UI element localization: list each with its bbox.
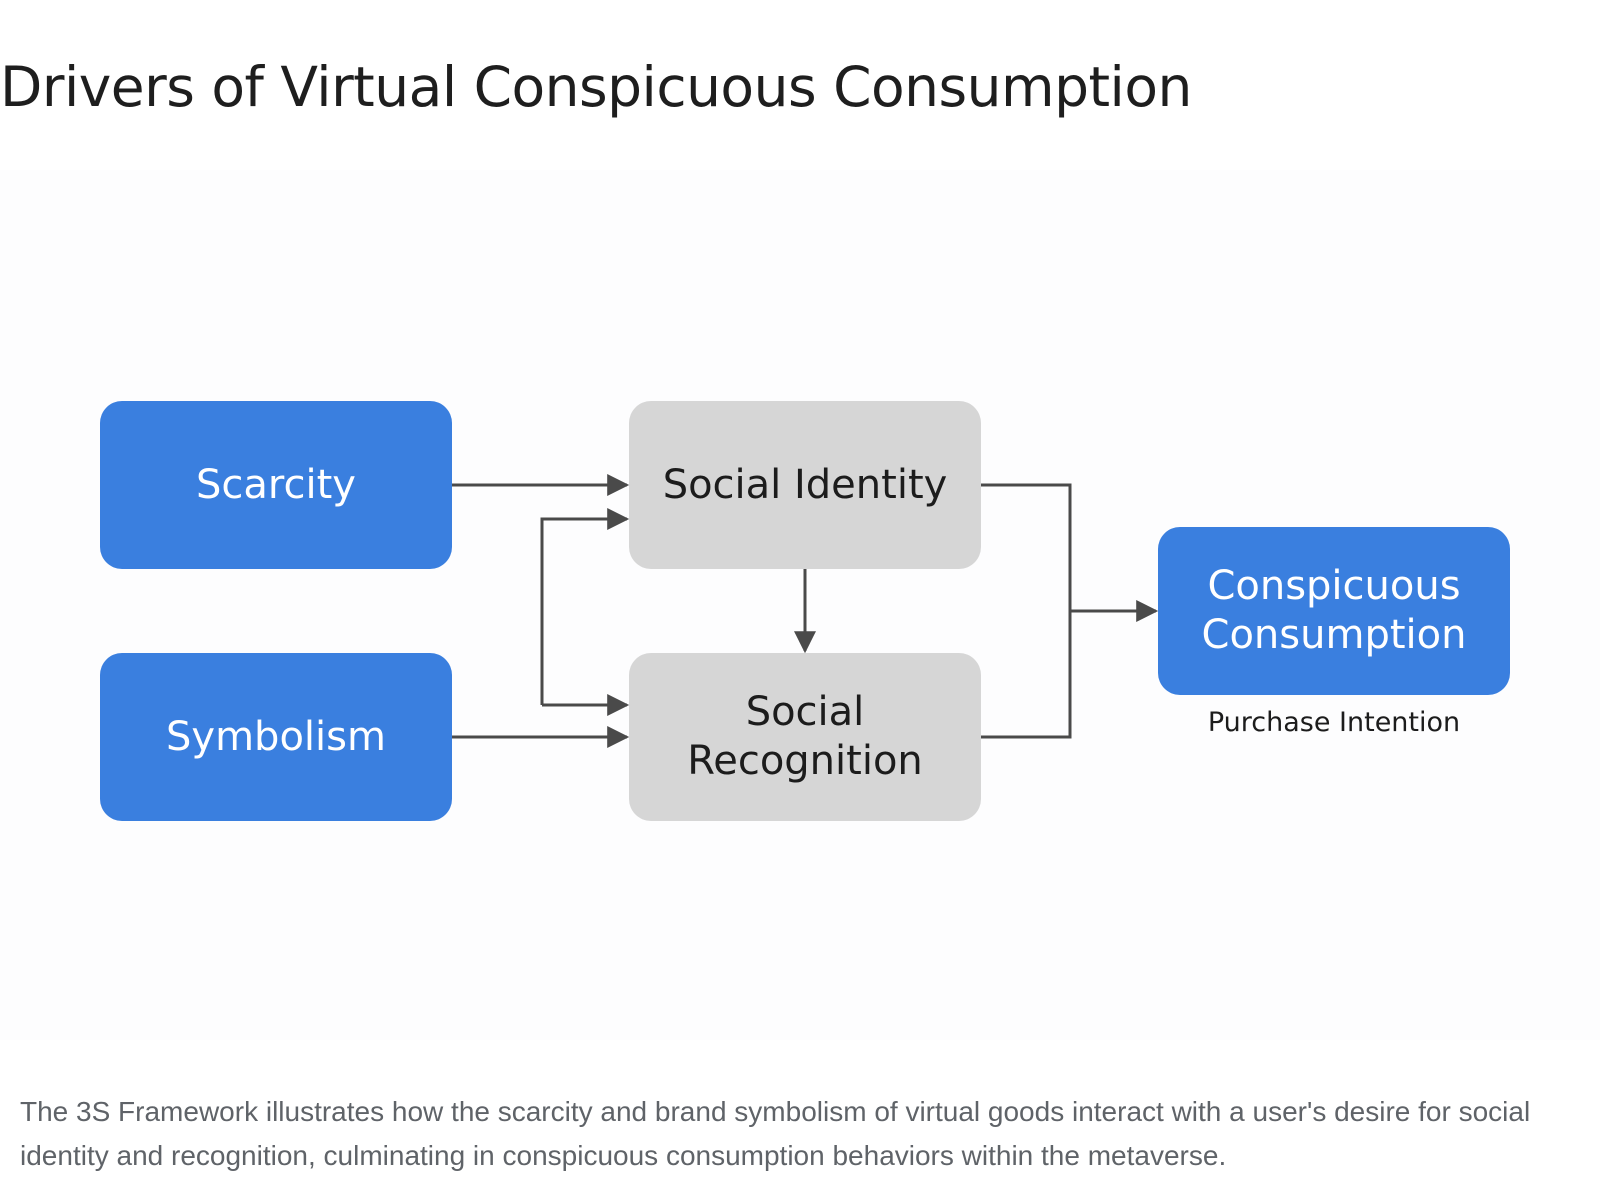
- node-scarcity-label: Scarcity: [196, 461, 356, 508]
- node-conspicuous-consumption: Conspicuous Consumption: [1158, 527, 1510, 695]
- node-social-recognition: Social Recognition: [629, 653, 981, 821]
- node-conspicuous-consumption-sublabel: Purchase Intention: [1207, 707, 1461, 738]
- page-title: Drivers of Virtual Conspicuous Consumpti…: [0, 55, 1192, 119]
- node-social-recognition-label-line1: Social: [745, 689, 865, 736]
- node-social-identity-label: Social Identity: [662, 461, 948, 508]
- node-conspicuous-consumption-label-line1: Conspicuous: [1207, 563, 1461, 610]
- node-scarcity: Scarcity: [100, 401, 452, 569]
- node-social-recognition-label-line2: Recognition: [687, 738, 923, 784]
- node-social-identity: Social Identity: [629, 401, 981, 569]
- node-symbolism-label: Symbolism: [166, 713, 386, 760]
- node-symbolism: Symbolism: [100, 653, 452, 821]
- node-conspicuous-consumption-label-line2: Consumption: [1201, 612, 1467, 658]
- figure-caption: The 3S Framework illustrates how the sca…: [20, 1096, 1531, 1171]
